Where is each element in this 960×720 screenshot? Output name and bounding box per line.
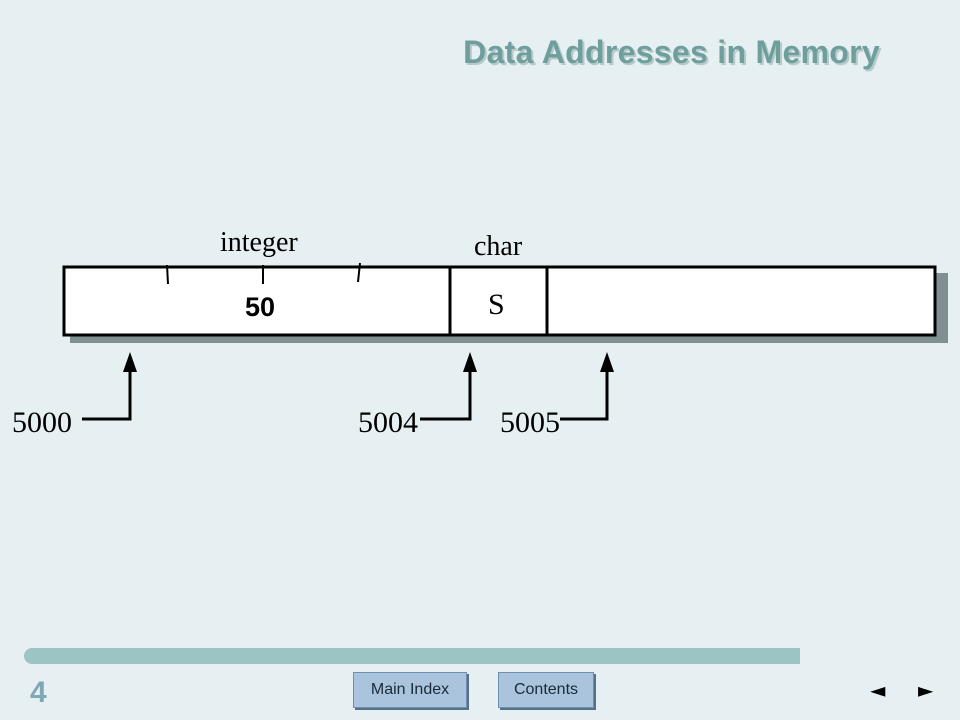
address-label-5005: 5005 bbox=[500, 406, 560, 439]
page-number: 4 bbox=[30, 676, 47, 709]
integer-value: 50 bbox=[245, 292, 275, 322]
footer-bar bbox=[24, 648, 800, 664]
address-label-5004: 5004 bbox=[358, 406, 418, 439]
slide-title: Data Addresses in Memory bbox=[463, 34, 880, 70]
address-arrow-5004 bbox=[420, 352, 477, 421]
byte-tick-3 bbox=[357, 262, 361, 283]
address-arrow-5000 bbox=[82, 352, 137, 421]
char-value: S bbox=[488, 288, 505, 321]
main-index-button[interactable]: Main Index bbox=[353, 672, 467, 708]
address-arrow-5005 bbox=[560, 352, 614, 421]
address-label-5000: 5000 bbox=[12, 406, 72, 439]
char-type-label: char bbox=[474, 231, 523, 262]
footer-bar-notch bbox=[24, 664, 66, 674]
integer-type-label: integer bbox=[220, 227, 298, 258]
contents-button[interactable]: Contents bbox=[498, 672, 594, 708]
memory-strip bbox=[62, 265, 937, 337]
byte-tick-1 bbox=[166, 264, 169, 285]
prev-arrow-icon[interactable]: ◄ bbox=[870, 678, 886, 702]
next-arrow-icon[interactable]: ► bbox=[918, 678, 934, 702]
